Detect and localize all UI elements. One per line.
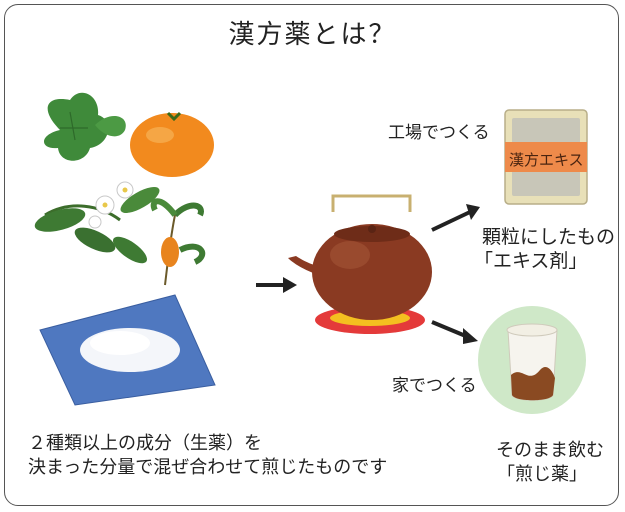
herb-leaves-illustration	[44, 92, 126, 161]
tangerine-illustration	[130, 111, 214, 177]
home-label: 家でつくる	[392, 376, 477, 396]
caption-line1: ２種類以上の成分（生薬）を	[28, 433, 262, 454]
arrow-to-teapot	[256, 277, 297, 293]
arrow-to-factory	[431, 204, 480, 232]
flower-branch-illustration	[34, 181, 160, 264]
home-result-line2: 「煎じ薬」	[497, 464, 587, 485]
diagram-frame	[4, 4, 619, 506]
powder-on-cloth-illustration	[39, 294, 216, 406]
diagram-title: 漢方薬とは？	[228, 20, 397, 50]
factory-result-line2: 「エキス剤」	[474, 250, 588, 272]
fruit-branch-illustration	[150, 198, 206, 286]
arrow-to-home	[431, 320, 478, 344]
extract-packet-illustration	[504, 109, 588, 205]
home-result-line1: そのまま飲む	[496, 440, 604, 461]
factory-label: 工場でつくる	[388, 123, 490, 143]
teapot-illustration	[288, 194, 432, 334]
extract-package-label: 漢方エキス	[509, 151, 584, 169]
tea-cup-illustration	[478, 306, 586, 414]
explanation-caption: ２種類以上の成分（生薬）を 決まった分量で混ぜ合わせて煎じたものです	[28, 432, 387, 480]
factory-result-line1: 顆粒にしたもの	[482, 226, 616, 248]
caption-line2: 決まった分量で混ぜ合わせて煎じたものです	[28, 457, 388, 478]
